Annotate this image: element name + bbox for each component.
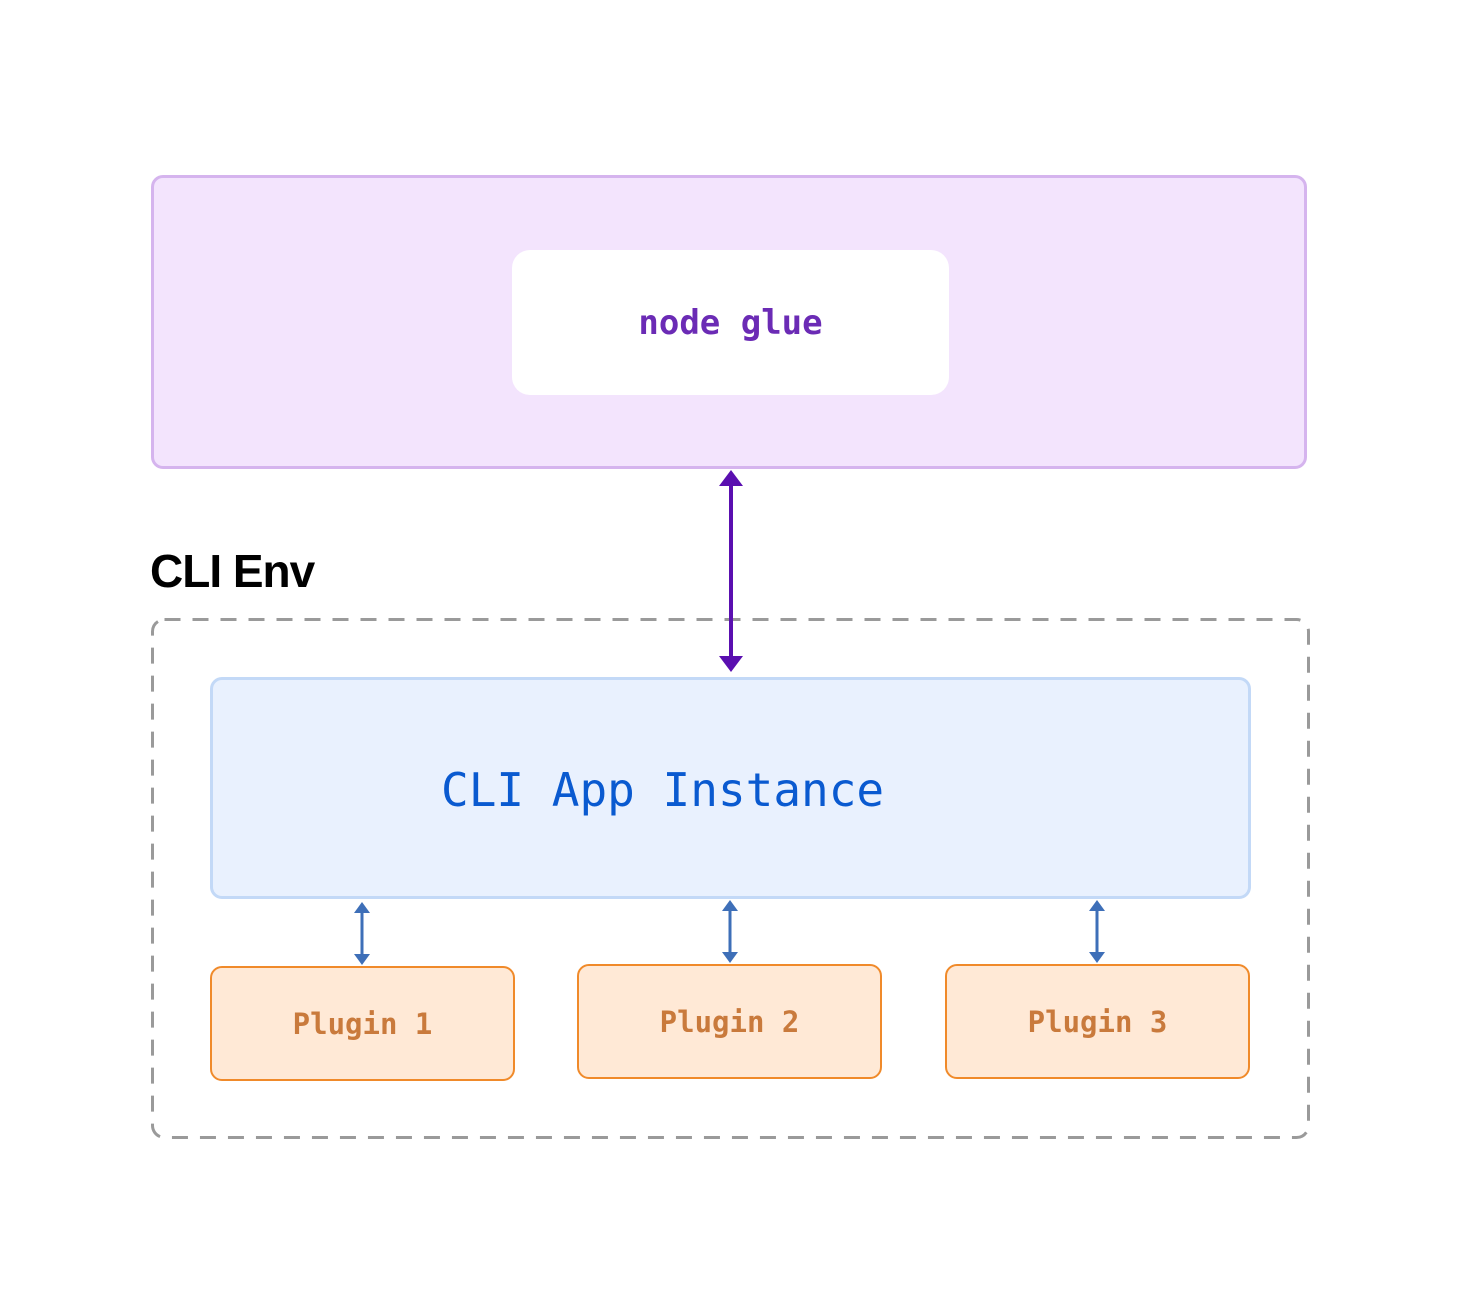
cli-app-instance-label: CLI App Instance xyxy=(441,763,885,817)
cli-app-instance-box xyxy=(210,677,1251,899)
plugin-1-box: Plugin 1 xyxy=(210,966,515,1081)
cli-env-label: CLI Env xyxy=(150,545,315,597)
plugin-2-box: Plugin 2 xyxy=(577,964,882,1079)
plugin-2-label: Plugin 2 xyxy=(659,1004,800,1039)
node-glue-label: node glue xyxy=(638,302,823,343)
node-glue-box: node glue xyxy=(512,250,949,395)
plugin-1-label: Plugin 1 xyxy=(292,1006,433,1041)
plugin-3-box: Plugin 3 xyxy=(945,964,1250,1079)
plugin-3-label: Plugin 3 xyxy=(1027,1004,1168,1039)
